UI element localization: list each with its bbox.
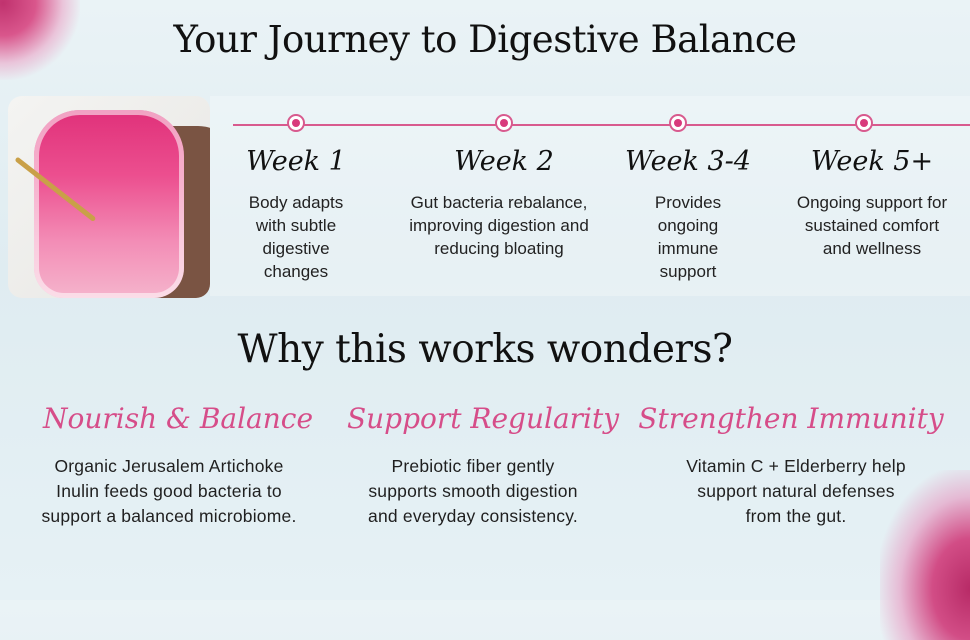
benefit-text-nourish: Organic Jerusalem Artichoke Inulin feeds…: [41, 456, 297, 526]
week-1-description: Body adapts with subtle digestive change…: [248, 193, 344, 281]
week-2-label: Week 2: [454, 146, 554, 177]
week-5-plus-label: Week 5+: [810, 146, 934, 177]
product-photo: [8, 96, 210, 298]
timeline-dot: [669, 114, 687, 132]
timeline-dot: [495, 114, 513, 132]
week-5-plus-description: Ongoing support for sustained comfort an…: [796, 193, 948, 258]
page-title: Your Journey to Digestive Balance: [173, 18, 797, 61]
pink-powder-decoration: [0, 0, 80, 80]
timeline-line: [233, 124, 970, 126]
week-3-4-label: Week 3-4: [625, 146, 751, 177]
timeline-background: [210, 96, 970, 296]
pink-drink-glass-image: [34, 110, 184, 298]
benefit-text-immunity: Vitamin C + Elderberry help support natu…: [686, 456, 906, 526]
week-3-4-description: Provides ongoing immune support: [654, 193, 722, 281]
benefit-text-regularity: Prebiotic fiber gently supports smooth d…: [368, 456, 578, 526]
week-2-description: Gut bacteria rebalance, improving digest…: [409, 193, 589, 258]
section-title: Why this works wonders?: [237, 327, 733, 372]
benefit-title-immunity: Strengthen Immunity: [638, 402, 944, 435]
week-1-label: Week 1: [246, 146, 346, 177]
benefit-title-nourish: Nourish & Balance: [42, 402, 314, 435]
benefit-title-regularity: Support Regularity: [346, 402, 620, 435]
timeline-dot: [855, 114, 873, 132]
timeline-dot: [287, 114, 305, 132]
